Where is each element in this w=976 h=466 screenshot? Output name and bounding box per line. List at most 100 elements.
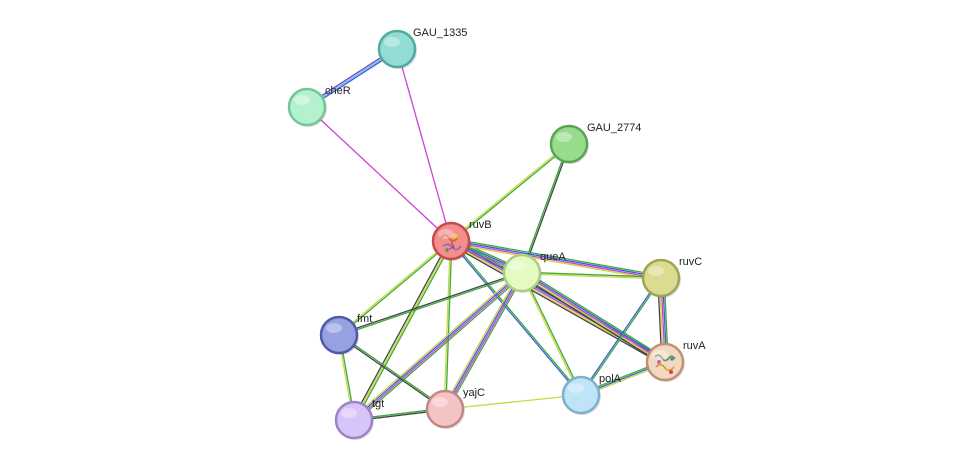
edge-strand — [450, 242, 661, 282]
edges-layer — [305, 47, 669, 423]
edge-strand — [579, 277, 661, 395]
node-gloss — [432, 397, 448, 407]
edge-strand — [355, 274, 525, 423]
edge-strand — [449, 241, 581, 396]
node-tgt[interactable]: tgt — [334, 398, 384, 440]
edge-strand — [451, 237, 662, 277]
edge-strand — [521, 273, 661, 280]
edge-strand — [520, 273, 581, 396]
node-circle[interactable] — [319, 315, 359, 355]
node-gloss — [384, 37, 400, 47]
edge-strand — [451, 144, 570, 243]
node-gloss — [648, 266, 664, 276]
edge-strand — [353, 271, 522, 420]
node-circle[interactable] — [549, 124, 589, 164]
node-label: ruvB — [469, 219, 492, 231]
edge-strand — [338, 239, 451, 335]
edge-polA-yajC — [444, 394, 582, 410]
edge-strand — [522, 271, 662, 278]
node-GAU_1335[interactable]: GAU_1335 — [377, 27, 467, 69]
node-circle[interactable] — [431, 221, 471, 261]
edge-queA-yajC — [442, 271, 525, 411]
node-circle[interactable] — [334, 400, 374, 440]
edge-strand — [444, 394, 582, 410]
node-ruvC[interactable]: ruvC — [641, 256, 702, 298]
edge-strand — [339, 333, 446, 409]
edge-strand — [450, 241, 661, 280]
edge-strand — [338, 335, 445, 411]
edge-strand — [339, 273, 523, 337]
node-circle[interactable] — [645, 342, 685, 382]
edge-strand — [353, 240, 452, 421]
edge-ruvB-ruvC — [450, 237, 662, 282]
node-label: fmt — [357, 313, 372, 325]
edge-ruvB-polA — [449, 240, 583, 396]
edge-GAU_2774-queA — [520, 143, 571, 274]
node-circle[interactable] — [287, 87, 327, 127]
node-fmt[interactable]: fmt — [319, 313, 372, 355]
edge-strand — [442, 271, 521, 409]
node-ruvA[interactable]: ruvA — [645, 340, 706, 382]
node-gloss — [438, 229, 454, 239]
node-gloss — [652, 350, 668, 360]
node-cheR[interactable]: cheR — [287, 85, 351, 127]
node-queA[interactable]: queA — [502, 251, 566, 293]
node-label: tgt — [372, 398, 384, 410]
edge-strand — [449, 243, 664, 366]
edge-fmt-yajC — [338, 333, 446, 411]
edge-strand — [450, 142, 569, 241]
node-yajC[interactable]: yajC — [425, 387, 485, 429]
node-label: cheR — [325, 85, 351, 97]
node-gloss — [326, 323, 342, 333]
node-GAU_2774[interactable]: GAU_2774 — [549, 122, 641, 164]
edge-strand — [445, 273, 524, 410]
edge-strand — [451, 240, 583, 395]
node-circle[interactable] — [377, 29, 417, 69]
edge-strand — [443, 240, 451, 409]
edge-strand — [522, 271, 667, 362]
edge-cheR-ruvB — [306, 106, 452, 242]
node-polA[interactable]: polA — [561, 373, 622, 415]
edge-queA-polA — [520, 272, 583, 396]
edge-queA-ruvC — [521, 271, 662, 280]
edge-strand — [519, 275, 664, 366]
node-label: ruvC — [679, 256, 702, 268]
edge-strand — [446, 273, 525, 411]
node-gloss — [568, 383, 584, 393]
edge-strand — [451, 239, 662, 278]
node-label: polA — [599, 373, 622, 385]
edge-strand — [521, 272, 666, 363]
node-circle[interactable] — [561, 375, 601, 415]
edge-strand — [443, 272, 522, 409]
node-label: GAU_2774 — [587, 122, 641, 134]
node-circle[interactable] — [641, 258, 681, 298]
node-label: queA — [540, 251, 566, 263]
edge-strand — [396, 48, 452, 242]
edge-strand — [338, 271, 522, 335]
node-gloss — [294, 95, 310, 105]
edge-strand — [522, 144, 571, 274]
node-ruvB[interactable]: ruvB — [431, 219, 492, 261]
edge-strand — [445, 241, 453, 410]
node-circle[interactable] — [502, 253, 542, 293]
node-gloss — [509, 261, 525, 271]
node-circle[interactable] — [425, 389, 465, 429]
edge-ruvC-polA — [579, 277, 663, 396]
node-label: ruvA — [683, 340, 706, 352]
edge-GAU_2774-ruvB — [450, 142, 570, 243]
edge-ruvB-yajC — [443, 240, 453, 410]
edge-strand — [520, 143, 569, 273]
edge-strand — [354, 241, 453, 422]
edge-strand — [520, 273, 665, 364]
edge-queA-fmt — [338, 271, 523, 337]
edge-GAU_1335-ruvB — [396, 48, 452, 242]
node-label: GAU_1335 — [413, 27, 467, 39]
node-gloss — [556, 132, 572, 142]
node-gloss — [341, 408, 357, 418]
edge-strand — [306, 106, 452, 242]
edge-queA-tgt — [351, 270, 525, 423]
edge-ruvB-tgt — [352, 239, 453, 422]
nodes-layer: GAU_1335 cheR GAU_2774 ruvB queA ruvC fmt ruvA p… — [287, 27, 706, 440]
edge-strand — [581, 278, 663, 396]
node-label: yajC — [463, 387, 485, 399]
